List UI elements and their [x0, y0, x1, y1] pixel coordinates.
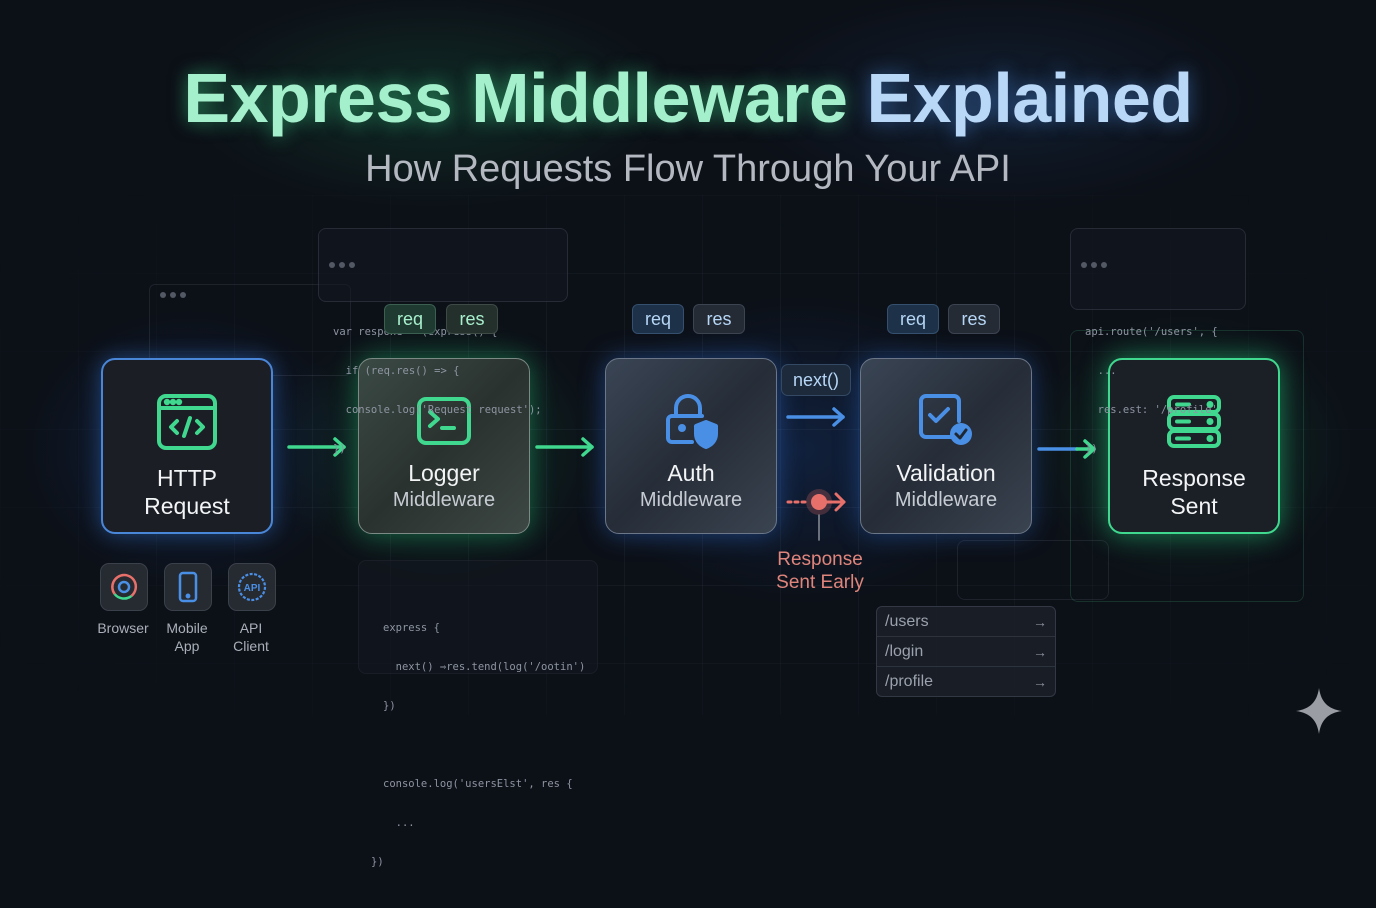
- code-line: }): [333, 443, 346, 455]
- route-path: /users: [885, 612, 929, 630]
- arrow-logger-to-auth: [535, 437, 594, 457]
- code-line: }): [371, 856, 384, 868]
- code-line: }): [1085, 443, 1098, 455]
- code-window-icon: [155, 390, 219, 454]
- arrow-auth-to-validation: [786, 407, 845, 427]
- stage-response-sent[interactable]: Response Sent: [1108, 358, 1280, 534]
- client-label-line: App: [174, 638, 200, 654]
- stage-subtitle: Sent: [1170, 493, 1218, 519]
- stage-title: Response: [1142, 465, 1246, 491]
- client-label-browser: Browser: [83, 619, 163, 637]
- stage-title: Auth: [667, 460, 715, 486]
- client-mobile-app[interactable]: [164, 563, 212, 611]
- code-window-bottom: express { next() ⇒res.tend(log('/ootin')…: [358, 560, 598, 868]
- stage-http-request[interactable]: HTTP Request: [101, 358, 273, 534]
- code-line: next() ⇒res.tend(log('/ootin'): [383, 661, 586, 673]
- arrow-http-to-logger: [287, 437, 346, 457]
- client-label-mobile: Mobile App: [147, 619, 227, 655]
- arrow-right-icon: →: [1033, 613, 1047, 630]
- stage-title: Logger: [408, 460, 480, 486]
- client-label-line: Browser: [97, 620, 149, 636]
- early-exit-line-1: Response: [777, 549, 863, 570]
- client-label-line: Client: [233, 638, 269, 654]
- code-line: }): [383, 700, 396, 712]
- code-line: [383, 739, 597, 752]
- api-badge-icon: API: [237, 572, 267, 602]
- lock-shield-icon: [662, 389, 720, 453]
- route-item[interactable]: /users →: [877, 607, 1055, 637]
- stage-logger-middleware[interactable]: Logger Middleware: [358, 358, 530, 534]
- stage-subtitle: Middleware: [894, 489, 998, 511]
- stage-validation-middleware[interactable]: Validation Middleware: [860, 358, 1032, 534]
- mobile-icon: [178, 571, 198, 603]
- validation-res-chip: res: [948, 304, 1000, 334]
- arrow-validation-to-response: [1037, 439, 1096, 459]
- page-title: Express Middleware Explained: [0, 58, 1376, 138]
- window-dots: [160, 292, 350, 298]
- stage-title: HTTP: [156, 465, 218, 491]
- stage-subtitle: Middleware: [392, 489, 496, 511]
- window-dots: [329, 262, 567, 268]
- code-line: res.est: '/profile': [1085, 404, 1218, 416]
- code-line: express {: [383, 622, 440, 634]
- window-dots: [1081, 262, 1245, 268]
- client-label-api: API Client: [211, 619, 291, 655]
- code-window-top-left: var respone = (express() { if (req.res()…: [318, 228, 568, 455]
- early-exit-label: Response Sent Early: [760, 548, 880, 594]
- code-line: if (req.res() => {: [333, 365, 460, 377]
- code-window-top-right: api.route('/users', { ... res.est: '/pro…: [1070, 228, 1246, 455]
- auth-req-chip: req: [632, 304, 684, 334]
- page-subtitle: How Requests Flow Through Your API: [365, 148, 1011, 190]
- stage-subtitle: Middleware: [639, 489, 743, 511]
- code-line: console.log('usersElst', res {: [383, 778, 573, 790]
- route-path: /profile: [885, 672, 934, 690]
- client-browser[interactable]: [100, 563, 148, 611]
- auth-res-chip: res: [693, 304, 745, 334]
- title-part-2: Explained: [866, 59, 1193, 137]
- client-api[interactable]: API: [228, 563, 276, 611]
- logger-req-chip: req: [384, 304, 436, 334]
- logger-res-chip: res: [446, 304, 498, 334]
- terminal-icon: [416, 389, 472, 453]
- early-exit-line-2: Sent Early: [776, 572, 864, 593]
- faint-panel-right: [1070, 330, 1304, 602]
- arrow-right-icon: →: [1033, 673, 1047, 690]
- stage-auth-middleware[interactable]: Auth Middleware: [605, 358, 777, 534]
- code-line: ...: [383, 817, 415, 829]
- stage-title: Validation: [896, 460, 996, 486]
- title-part-1: Express Middleware: [183, 59, 848, 137]
- validation-req-chip: req: [887, 304, 939, 334]
- stage-subtitle: Request: [144, 493, 230, 519]
- early-exit-arrow: [786, 489, 846, 541]
- server-stack-icon: [1165, 390, 1223, 454]
- code-line: api.route('/users', {: [1085, 326, 1218, 338]
- routes-list: /users → /login → /profile →: [876, 606, 1056, 697]
- client-label-line: API: [239, 620, 263, 636]
- sparkle-icon: [1296, 688, 1342, 734]
- checkbox-badge-icon: [916, 389, 976, 453]
- route-path: /login: [885, 642, 924, 660]
- client-label-line: Mobile: [166, 620, 208, 636]
- code-line: ...: [1085, 365, 1117, 377]
- next-call-chip: next(): [781, 364, 851, 396]
- code-line: console.log('Request request');: [333, 404, 542, 416]
- route-item[interactable]: /profile →: [877, 667, 1055, 696]
- svg-text:API: API: [244, 583, 261, 594]
- browser-icon: [111, 573, 138, 600]
- route-item[interactable]: /login →: [877, 637, 1055, 667]
- faint-panel-mid: [957, 540, 1109, 600]
- arrow-right-icon: →: [1033, 643, 1047, 660]
